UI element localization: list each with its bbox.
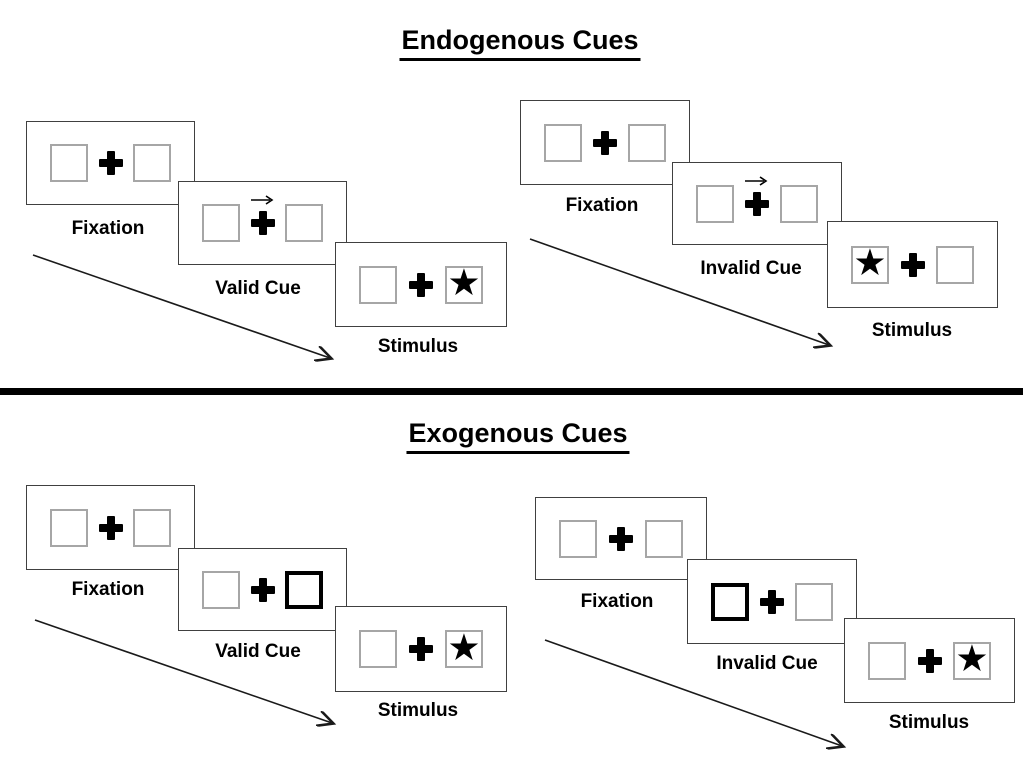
right-target-box: ★ (445, 261, 483, 304)
panel-exo-valid-cue (178, 548, 347, 631)
left-placeholder-box (50, 508, 88, 547)
right-target-box: ★ (445, 625, 483, 669)
exogenous-section-title: Exogenous Cues (406, 418, 630, 454)
central-cue (745, 175, 769, 216)
right-placeholder-box (628, 123, 666, 162)
left-highlighted-cue-box (711, 582, 749, 621)
panel-endo-valid-cue (178, 181, 347, 265)
left-placeholder-box (359, 265, 397, 304)
left-target-box: ★ (851, 241, 889, 284)
panel-endo-invalid-fixation (520, 100, 690, 185)
step-label-cue: Invalid Cue (700, 258, 802, 279)
right-arrow-icon (250, 195, 273, 205)
timeline-arrow-exo-valid (34, 619, 332, 723)
right-placeholder-box (133, 144, 171, 182)
endogenous-section-title: Endogenous Cues (399, 25, 641, 61)
fixation-cross (98, 151, 123, 175)
right-placeholder-box (645, 519, 683, 558)
left-placeholder-box (544, 123, 582, 162)
right-placeholder-box (285, 204, 323, 242)
fixation-cross (409, 637, 433, 661)
fixation-cross (917, 648, 942, 673)
fixation-cross-icon (250, 211, 275, 235)
right-highlighted-cue-box (285, 570, 323, 609)
left-placeholder-box (559, 519, 597, 558)
panel-endo-invalid-stimulus: ★ (827, 221, 998, 308)
star-target-icon: ★ (447, 261, 481, 304)
star-target-icon: ★ (955, 637, 989, 680)
step-label-cue: Invalid Cue (716, 653, 818, 674)
right-placeholder-box (936, 245, 974, 284)
right-placeholder-box (795, 582, 833, 621)
fixation-cross (593, 130, 617, 155)
right-placeholder-box (780, 184, 818, 223)
fixation-cross (760, 589, 784, 614)
step-label-cue: Valid Cue (215, 641, 301, 662)
step-label-stimulus: Stimulus (377, 336, 459, 357)
panel-exo-invalid-cue (687, 559, 857, 644)
right-target-box: ★ (953, 637, 991, 680)
fixation-cross-icon (900, 252, 925, 277)
fixation-cross-icon (760, 589, 784, 614)
left-placeholder-box (50, 144, 88, 182)
panel-endo-invalid-cue (672, 162, 842, 245)
fixation-cross-icon (917, 648, 942, 673)
star-target-icon: ★ (853, 241, 887, 284)
fixation-cross-icon (745, 191, 769, 216)
step-label-stimulus: Stimulus (871, 320, 953, 341)
central-cue (250, 195, 275, 235)
step-label-cue: Valid Cue (215, 278, 301, 299)
fixation-cross-icon (98, 151, 123, 175)
panel-exo-invalid-stimulus: ★ (844, 618, 1015, 703)
panel-exo-valid-stimulus: ★ (335, 606, 507, 692)
fixation-cross-icon (609, 526, 633, 551)
fixation-cross (409, 272, 433, 297)
step-label-fixation: Fixation (580, 591, 654, 612)
section-divider (0, 388, 1023, 395)
fixation-cross (900, 252, 925, 277)
left-placeholder-box (202, 204, 240, 242)
panel-endo-valid-fixation (26, 121, 195, 205)
step-label-fixation: Fixation (565, 195, 639, 216)
timeline-arrow-endo-invalid (529, 238, 829, 345)
right-arrow-icon (745, 175, 768, 186)
panel-exo-valid-fixation (26, 485, 195, 570)
step-label-stimulus: Stimulus (377, 700, 459, 721)
panel-endo-valid-stimulus: ★ (335, 242, 507, 327)
fixation-cross-icon (593, 130, 617, 155)
step-label-fixation: Fixation (71, 579, 145, 600)
left-placeholder-box (868, 641, 906, 680)
fixation-cross (98, 515, 123, 540)
fixation-cross-icon (98, 515, 123, 540)
left-placeholder-box (359, 630, 397, 668)
fixation-cross-icon (250, 577, 275, 602)
left-placeholder-box (696, 184, 734, 223)
fixation-cross-icon (409, 272, 433, 297)
step-label-fixation: Fixation (71, 218, 145, 239)
left-placeholder-box (202, 570, 240, 609)
fixation-cross-icon (409, 637, 433, 661)
timeline-arrow-endo-valid (32, 254, 330, 358)
fixation-cross (250, 577, 275, 602)
right-placeholder-box (133, 508, 171, 547)
panel-exo-invalid-fixation (535, 497, 707, 580)
fixation-cross (609, 526, 633, 551)
step-label-stimulus: Stimulus (888, 712, 970, 733)
star-target-icon: ★ (447, 625, 481, 669)
